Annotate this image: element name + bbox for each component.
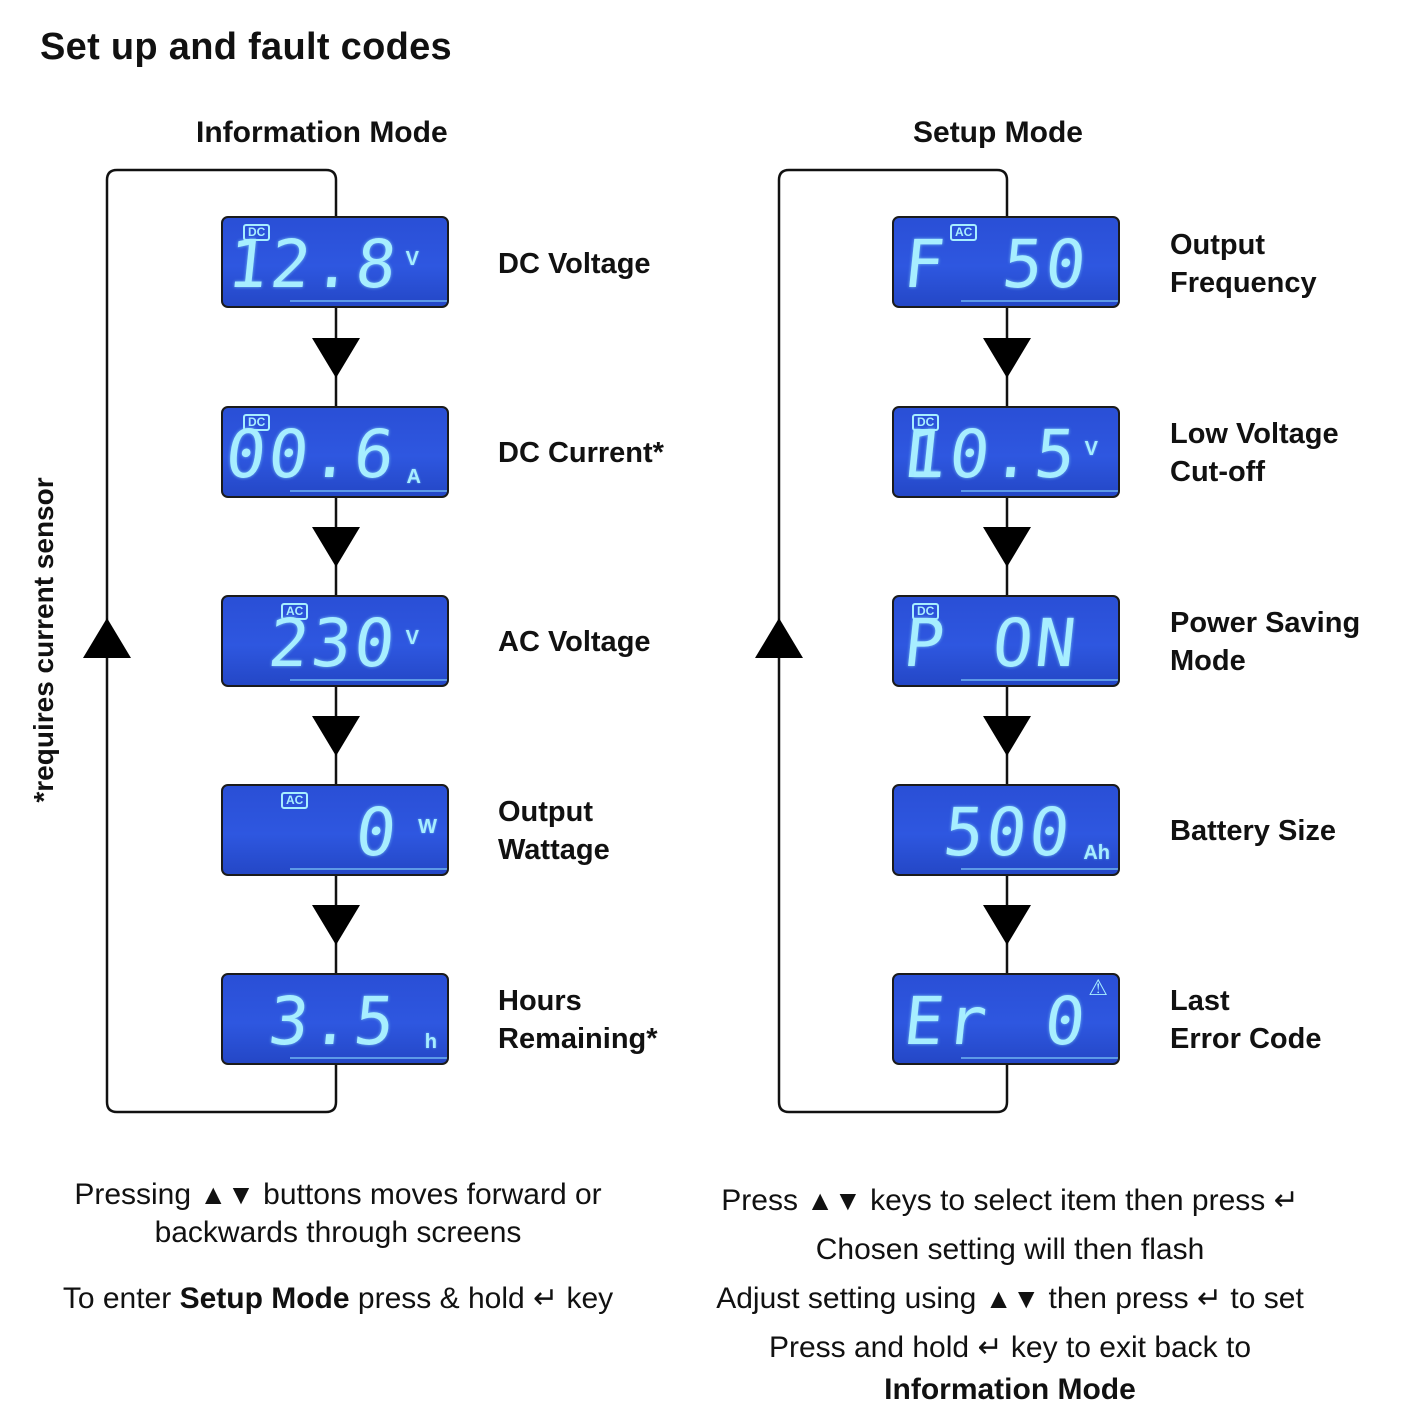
dc-icon: DC: [912, 603, 940, 620]
instructions-setup: Press ▲▼ keys to select item then press …: [716, 1184, 1304, 1406]
up-down-arrows-icon: ▲▼: [984, 1283, 1041, 1314]
up-down-arrows-icon: ▲▼: [199, 1179, 255, 1210]
down-arrow-icon: [312, 905, 360, 945]
lcd-value: 0: [352, 794, 404, 871]
ac-icon: AC: [281, 792, 309, 809]
label-output-frequency: Output Frequency: [1170, 229, 1317, 299]
down-arrow-icon: [312, 527, 360, 567]
enter-key-icon: ↵: [533, 1282, 559, 1315]
lcd-battery-size: 500 Ah: [892, 784, 1120, 876]
lcd-low-voltage-cutoff: DC L 10.5 V: [892, 406, 1120, 498]
label-power-saving-mode: Power Saving Mode: [1170, 607, 1361, 677]
current-sensor-note: *requires current sensor: [28, 477, 59, 803]
page-title: Set up and fault codes: [40, 26, 452, 68]
enter-key-icon: ↵: [1196, 1282, 1223, 1315]
lcd-unit: W: [418, 816, 437, 838]
setup-mode-title: Setup Mode: [913, 116, 1083, 149]
up-arrow-icon: [755, 618, 803, 658]
lcd-unit: h: [424, 1031, 437, 1053]
lcd-power-saving-mode: DC P ON: [892, 595, 1120, 687]
dc-icon: DC: [243, 224, 271, 241]
lcd-output-frequency: AC F 50: [892, 216, 1120, 308]
lcd-prefix: F: [900, 226, 951, 303]
lcd-output-wattage: AC 0 W: [221, 784, 449, 876]
warning-icon: ⚠: [1088, 975, 1108, 1000]
lcd-value: 12.8: [224, 226, 404, 303]
label-last-error-code: Last Error Code: [1170, 985, 1322, 1055]
lcd-dc-current: DC 00.6 A: [221, 406, 449, 498]
down-arrow-icon: [983, 716, 1031, 756]
lcd-unit: V: [405, 248, 419, 270]
lcd-unit: A: [406, 466, 421, 488]
down-arrow-icon: [312, 338, 360, 378]
instructions-enter-setup: To enter Setup Mode press & hold ↵ key: [62, 1282, 614, 1315]
label-dc-current: DC Current*: [498, 437, 664, 469]
dc-icon: DC: [912, 414, 940, 431]
lcd-unit: Ah: [1083, 842, 1110, 864]
lcd-value: 230: [264, 605, 402, 682]
up-arrow-icon: [83, 618, 131, 658]
lcd-value: ON: [988, 605, 1083, 682]
down-arrow-icon: [983, 905, 1031, 945]
lcd-last-error-code: ⚠ Er 0: [892, 973, 1120, 1065]
information-mode-title: Information Mode: [196, 116, 448, 149]
dc-icon: DC: [243, 414, 271, 431]
ac-icon: AC: [281, 603, 309, 620]
lcd-value: 00.6: [222, 416, 402, 493]
label-low-voltage-cutoff: Low Voltage Cut-off: [1170, 418, 1339, 488]
label-output-wattage: Output Wattage: [498, 796, 610, 866]
enter-key-icon: ↵: [977, 1331, 1003, 1364]
lcd-unit: V: [1084, 438, 1098, 460]
instructions-navigation: Pressing ▲▼ buttons moves forward or bac…: [74, 1178, 602, 1249]
down-arrow-icon: [983, 527, 1031, 567]
lcd-unit: V: [405, 627, 419, 649]
label-ac-voltage: AC Voltage: [498, 626, 651, 658]
lcd-ac-voltage: AC 230 V: [221, 595, 449, 687]
lcd-value: 10.5: [903, 416, 1083, 493]
lcd-dc-voltage: DC 12.8 V: [221, 216, 449, 308]
lcd-value: 3.5: [264, 983, 402, 1060]
label-dc-voltage: DC Voltage: [498, 248, 651, 280]
lcd-value: 0: [1041, 983, 1093, 1060]
lcd-prefix: Er: [900, 983, 994, 1060]
lcd-hours-remaining: 3.5 h: [221, 973, 449, 1065]
ac-icon: AC: [950, 224, 978, 241]
up-down-arrows-icon: ▲▼: [806, 1185, 862, 1216]
lcd-value: 500: [939, 794, 1077, 871]
lcd-value: 50: [998, 226, 1093, 303]
down-arrow-icon: [983, 338, 1031, 378]
down-arrow-icon: [312, 716, 360, 756]
label-hours-remaining: Hours Remaining*: [498, 985, 658, 1055]
lcd-prefix: P: [900, 605, 951, 682]
label-battery-size: Battery Size: [1170, 815, 1337, 847]
enter-key-icon: ↵: [1273, 1184, 1299, 1217]
